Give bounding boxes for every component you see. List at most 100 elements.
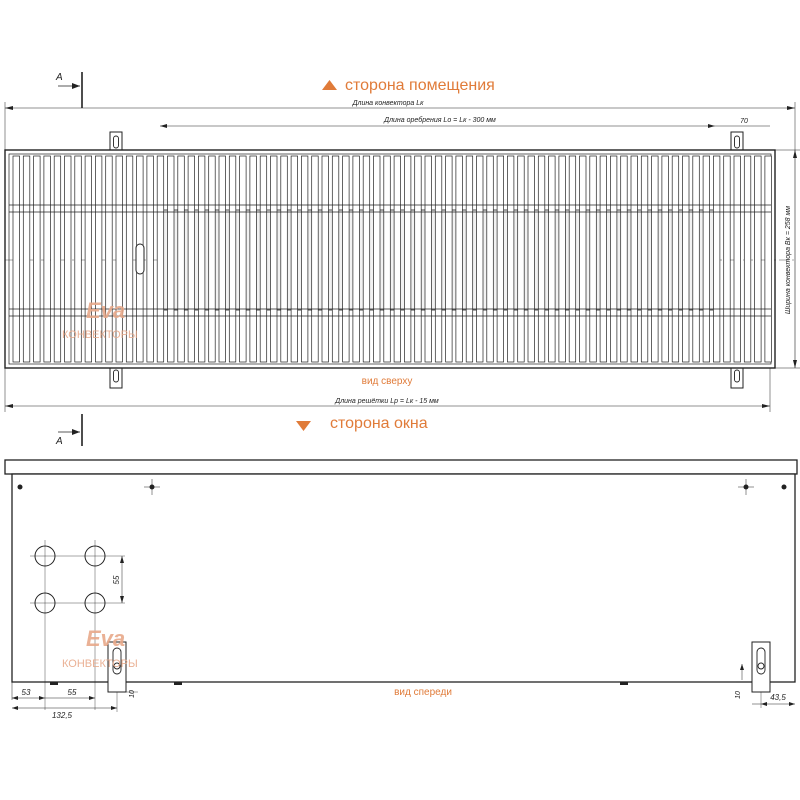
grille-slat (146, 155, 154, 363)
grille-slat (599, 155, 607, 363)
grille-slat (208, 155, 216, 363)
grille-slat (167, 155, 175, 363)
grille-slat (373, 155, 381, 363)
grille-slat (661, 155, 669, 363)
grille-slat (610, 155, 618, 363)
dimension-55-horizontal: 55 (45, 688, 95, 700)
dimension-10-right: 10 (735, 664, 752, 699)
svg-text:КОНВЕКТОРЫ: КОНВЕКТОРЫ (62, 658, 138, 670)
mounting-tab-bottom-right (730, 365, 744, 389)
grille-slat (434, 155, 443, 363)
dimension-70: 70 (715, 118, 770, 127)
grille-slat (22, 155, 31, 363)
grille-slat (476, 155, 484, 363)
svg-text:55: 55 (68, 688, 77, 697)
grille-slat (156, 155, 165, 363)
grille-slat (331, 155, 340, 363)
grille-slat (465, 155, 474, 363)
grille-slat (424, 155, 432, 363)
svg-text:A: A (55, 72, 63, 83)
svg-text:Длина оребрения Lo = Lк - 300: Длина оребрения Lo = Lк - 300 мм (383, 116, 496, 124)
svg-text:43,5: 43,5 (770, 693, 786, 702)
grille-slat (198, 155, 206, 363)
mounting-tab-bottom-left (109, 365, 123, 389)
grille-slat (393, 155, 401, 363)
svg-text:сторона окна: сторона окна (330, 415, 428, 432)
grille-slat (445, 155, 453, 363)
grille-slat (414, 155, 422, 363)
dimension-55-vertical: 55 (112, 556, 124, 603)
grille-slat (713, 155, 721, 363)
grille-slat (692, 155, 700, 363)
section-mark-a-top: A (55, 72, 83, 108)
grille-slat (259, 155, 268, 363)
grille-slat (486, 155, 494, 363)
convector-body-front-view (4, 459, 798, 700)
watermark-top: Eva КОНВЕКТОРЫ (62, 298, 138, 341)
svg-text:КОНВЕКТОРЫ: КОНВЕКТОРЫ (62, 329, 138, 341)
dimension-132-5: 132,5 (12, 692, 118, 720)
grille-slat (651, 155, 659, 363)
grille-slat (764, 155, 772, 363)
grille-slat (743, 155, 752, 363)
grille-slat (115, 155, 123, 363)
watermark-front: Eva КОНВЕКТОРЫ (62, 626, 138, 670)
grille-slat (218, 155, 226, 363)
grille-slat (537, 155, 546, 363)
pipe-connection-holes (30, 540, 125, 710)
top-view-label: вид сверху (362, 376, 413, 387)
front-bracket-right (751, 641, 771, 693)
grille-slat (558, 155, 566, 363)
convector-width-dimension: Ширина конвектора Вк = 258 мм (775, 149, 800, 369)
svg-text:Длина решётки Lp = Lк - 15 мм: Длина решётки Lp = Lк - 15 мм (334, 398, 439, 405)
svg-text:132,5: 132,5 (52, 711, 73, 720)
svg-text:Длина конвектора Lк: Длина конвектора Lк (352, 100, 425, 107)
grille-slat (125, 155, 134, 363)
grille-slat (507, 155, 515, 363)
grille-slat (43, 155, 51, 363)
svg-text:Eva: Eva (86, 626, 125, 651)
grille-slat (589, 155, 597, 363)
fin-length-dimension: Длина оребрения Lo = Lк - 300 мм (160, 116, 715, 128)
grille-slat (527, 155, 535, 363)
grille-slat (95, 155, 103, 363)
svg-text:сторона помещения: сторона помещения (345, 77, 495, 94)
svg-text:Ширина конвектора Вк = 258 мм: Ширина конвектора Вк = 258 мм (785, 206, 792, 314)
grille-slat (496, 155, 504, 363)
grille-slat (640, 155, 649, 363)
grille-slat (321, 155, 329, 363)
mounting-screws (17, 479, 787, 495)
grille-slat (362, 155, 371, 363)
grille-slat (105, 155, 113, 363)
grille-slat (33, 155, 41, 363)
grille-slat (12, 155, 20, 363)
grille-slat (64, 155, 72, 363)
grille-slat (342, 155, 350, 363)
window-side-label: сторона окна (296, 415, 428, 432)
grille-slat (404, 155, 412, 363)
mounting-tab-top-right (730, 131, 744, 155)
grille-slat (187, 155, 195, 363)
decorative-grille-slats (12, 155, 772, 363)
svg-text:A: A (55, 436, 63, 447)
grille-slat (517, 155, 525, 363)
dimension-53: 53 (12, 688, 45, 700)
svg-text:Eva: Eva (86, 298, 125, 323)
grille-slat (620, 155, 628, 363)
grille-slat (455, 155, 463, 363)
front-bracket-left (107, 641, 127, 693)
svg-text:70: 70 (740, 118, 748, 125)
grille-slat (301, 155, 309, 363)
grille-slat (671, 155, 680, 363)
front-view-label: вид спереди (394, 687, 452, 698)
grille-slat (702, 155, 710, 363)
grille-slat (239, 155, 247, 363)
grille-slat (84, 155, 92, 363)
grille-slat (53, 155, 62, 363)
grille-cross-bars (9, 204, 771, 317)
grille-slat (280, 155, 288, 363)
room-side-label: сторона помещения (322, 77, 495, 94)
grille-slat (630, 155, 638, 363)
dimension-10-left: 10 (126, 681, 138, 698)
grille-slat (249, 155, 257, 363)
